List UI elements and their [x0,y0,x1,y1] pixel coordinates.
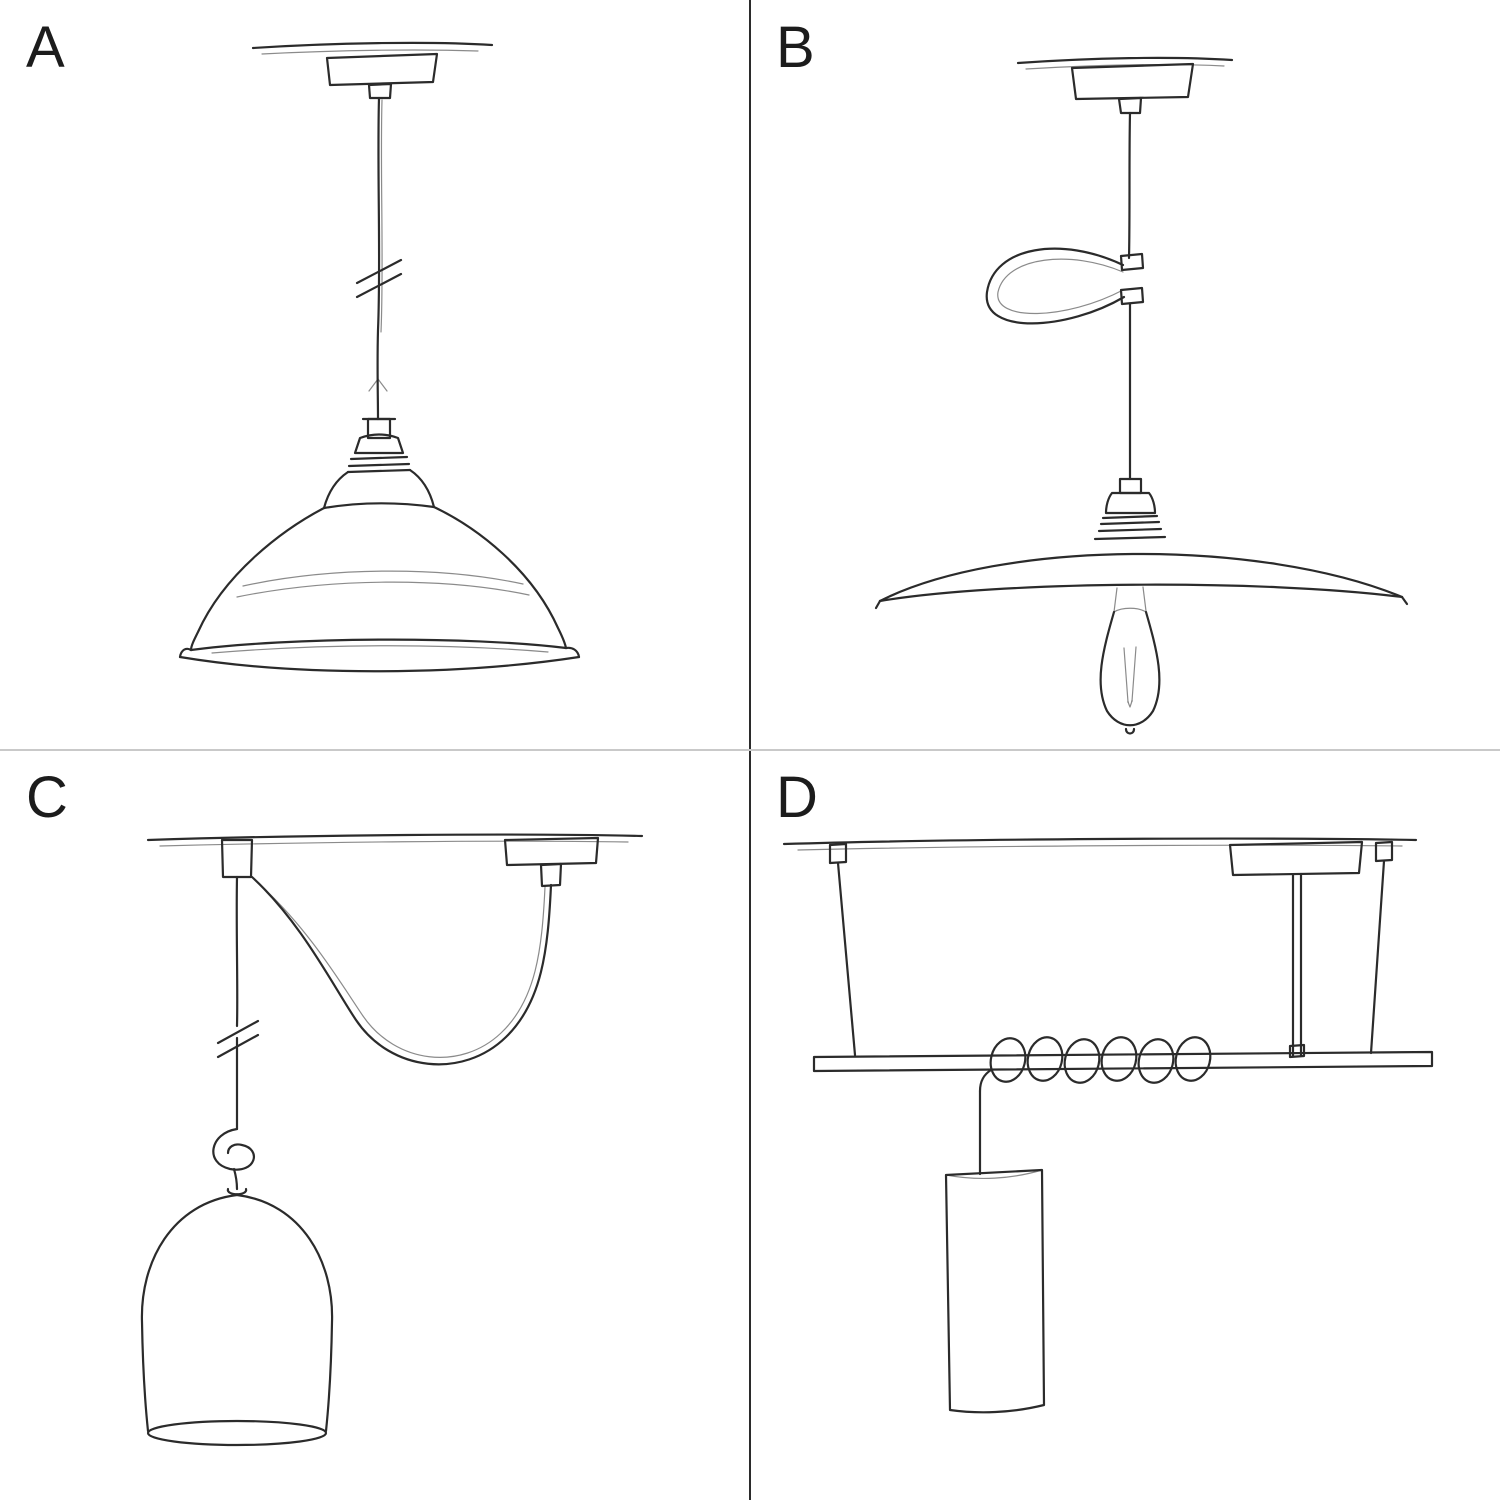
ceiling-rose [503,836,600,888]
suspension-wires [828,840,1394,1057]
coolie-shade [178,505,581,673]
coiled-cable [978,1036,1212,1093]
lamp-holder [1093,477,1167,541]
rigid-stem [1288,872,1306,1059]
sketch-swag-pendant-bell-shade [140,833,644,1447]
bell-shade [140,1187,334,1447]
panel-d-label: D [776,765,820,830]
ceiling-line [782,837,1418,851]
sketch-pendant-coolie-shade [178,41,581,673]
lamp-holder [322,417,436,510]
cable-length-marks [355,258,403,392]
panel-b: B [750,0,1500,750]
panel-a: A [0,0,750,750]
panel-b-label: B [776,15,817,80]
ceiling-rose [1228,840,1364,877]
panel-a-label: A [26,15,67,80]
cable-knot [212,1127,255,1191]
horizontal-bar [812,1050,1434,1073]
panel-c: C [0,750,750,1500]
swag-cable [250,875,553,1066]
light-bulb [1099,586,1161,735]
panel-d: D [750,750,1500,1500]
ceiling-line [146,833,644,847]
sketch-pendant-plate-shade-bulb [874,56,1409,735]
ceiling-line [251,41,494,55]
plate-shade [874,552,1409,610]
panel-c-label: C [26,765,70,830]
sketch-bar-suspension-tube-shade [782,837,1434,1414]
pendant-cable [1127,111,1132,481]
ceiling-hook [220,838,254,879]
ceiling-rose [1070,62,1195,115]
tube-shade [944,1168,1046,1414]
pendant-cable [376,96,383,421]
cable-loop-clip [985,247,1145,325]
horizontal-divider [0,749,1500,751]
ceiling-line [1016,56,1234,70]
ceiling-rose [325,52,439,100]
drop-cable [216,875,260,1131]
